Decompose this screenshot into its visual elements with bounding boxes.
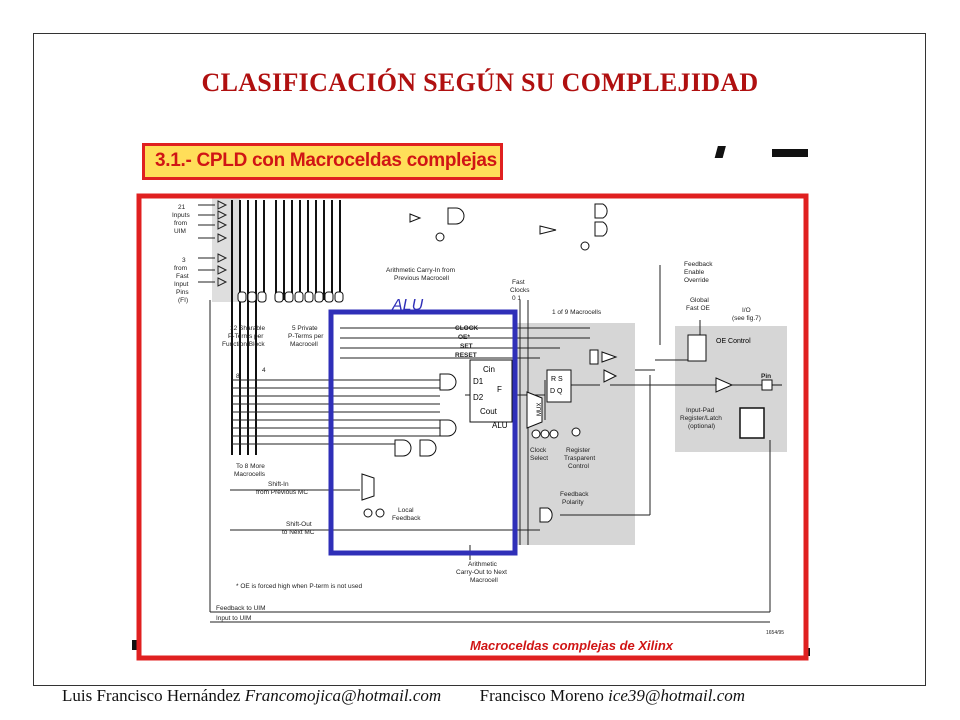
alu-cin: Cin bbox=[483, 365, 495, 374]
label-feedback-enable-2: Enable bbox=[684, 269, 705, 276]
label-oe: OE* bbox=[458, 334, 470, 341]
alu-frame bbox=[328, 309, 518, 556]
label-sharable-1: 12 Sharable bbox=[230, 325, 265, 332]
label-private-1: 5 Private bbox=[292, 325, 318, 332]
diagram-frame bbox=[136, 193, 809, 661]
ff-rs: R S bbox=[551, 376, 563, 383]
label-clock-select-1: Clock bbox=[530, 447, 547, 454]
pterm-and-gates bbox=[237, 291, 344, 303]
label-private-2: P-Terms per bbox=[288, 333, 324, 340]
label-input-pad-2: Register/Latch bbox=[680, 415, 722, 422]
label-fast-5: Pins bbox=[176, 289, 189, 296]
label-input-pad-3: (optional) bbox=[688, 423, 715, 430]
alu-block: Cin D1 F D2 Cout ALU bbox=[469, 359, 513, 430]
label-carry-in-2: Previous Macrocell bbox=[394, 275, 449, 282]
label-global-oe-2: Fast OE bbox=[686, 305, 711, 312]
signal-lines bbox=[209, 265, 771, 623]
label-register-1: Register bbox=[566, 447, 591, 454]
alu-d2: D2 bbox=[473, 393, 484, 402]
label-fast-clocks-3: 0 1 bbox=[512, 295, 521, 302]
label-carry-out-2: Carry-Out to Next bbox=[456, 569, 507, 576]
label-global-oe-1: Global bbox=[690, 297, 709, 304]
label-one-of-9: 1 of 9 Macrocells bbox=[552, 309, 602, 316]
label-inputs-uim-2: Inputs bbox=[172, 212, 190, 219]
label-shift-in-1: Shift-In bbox=[268, 481, 289, 488]
label-fast-clocks-1: Fast bbox=[512, 279, 525, 286]
label-fast-clocks-2: Clocks bbox=[510, 287, 530, 294]
label-io-1: I/O bbox=[742, 307, 751, 314]
label-feedback-uim: Feedback to UIM bbox=[216, 605, 266, 612]
label-more-2: Macrocells bbox=[234, 471, 266, 478]
label-fast-1: 3 bbox=[182, 257, 186, 264]
footer-author-1: Luis Francisco Hernández bbox=[62, 686, 241, 705]
oe-control-label: OE Control bbox=[716, 338, 751, 345]
label-sharable-3: Function Block bbox=[222, 341, 265, 348]
label-shift-out-1: Shift-Out bbox=[286, 521, 312, 528]
alu-frame-label: ALU bbox=[391, 297, 424, 314]
label-feedback-polarity-2: Polarity bbox=[562, 499, 584, 506]
label-local-feedback-1: Local bbox=[398, 507, 414, 514]
label-n4: 4 bbox=[262, 367, 266, 374]
alu-d1: D1 bbox=[473, 377, 484, 386]
label-clock-select-2: Select bbox=[530, 455, 548, 462]
label-set: SET bbox=[460, 343, 473, 350]
input-buffers bbox=[198, 200, 228, 287]
label-feedback-enable-1: Feedback bbox=[684, 261, 713, 268]
label-io-2: (see fig.7) bbox=[732, 315, 761, 322]
label-fast-2: from bbox=[174, 265, 187, 272]
label-clock: CLOCK bbox=[455, 325, 478, 332]
alu-cout: Cout bbox=[480, 407, 498, 416]
footer: Luis Francisco Hernández Francomojica@ho… bbox=[62, 686, 922, 706]
label-oe-note: * OE is forced high when P-term is not u… bbox=[236, 583, 362, 590]
label-fast-6: (FI) bbox=[178, 297, 188, 304]
input-shade bbox=[212, 198, 240, 302]
label-sharable-2: P-Terms per bbox=[228, 333, 264, 340]
footer-author-2: Francisco Moreno bbox=[479, 686, 604, 705]
label-input-pad-1: Input-Pad bbox=[686, 407, 715, 414]
label-inputs-uim-4: UIM bbox=[174, 228, 186, 235]
slide-frame bbox=[33, 33, 926, 686]
label-carry-out-1: Arithmetic bbox=[468, 561, 498, 568]
mux: MUX bbox=[526, 391, 543, 429]
label-fast-4: Input bbox=[174, 281, 189, 288]
label-carry-in-1: Arithmetic Carry-In from bbox=[386, 267, 455, 274]
label-shift-in-2: from Previous MC bbox=[256, 489, 308, 496]
slide-title: CLASIFICACIÓN SEGÚN SU COMPLEJIDAD bbox=[201, 68, 759, 97]
logic-gates bbox=[394, 203, 734, 523]
diagram-code: 1654/95 bbox=[766, 630, 784, 636]
section-banner: 3.1.- CPLD con Macroceldas complejas bbox=[142, 143, 503, 180]
label-input-uim: Input to UIM bbox=[216, 615, 251, 622]
alu-name: ALU bbox=[492, 421, 508, 430]
label-inputs-uim-1: 21 bbox=[178, 204, 186, 211]
label-feedback-polarity-1: Feedback bbox=[560, 491, 589, 498]
label-fast-3: Fast bbox=[176, 273, 189, 280]
oe-control: OE Control bbox=[687, 334, 751, 362]
diagram-caption: Macroceldas complejas de Xilinx bbox=[470, 638, 674, 653]
flip-flop: R S D Q bbox=[546, 369, 572, 403]
input-pad-register bbox=[739, 407, 765, 439]
label-register-2: Trasparent bbox=[564, 455, 595, 462]
label-inputs-uim-3: from bbox=[174, 220, 187, 227]
pin-symbol bbox=[761, 379, 782, 391]
ff-dq: D Q bbox=[550, 388, 563, 395]
banner-label: 3.1.- CPLD con Macroceldas complejas bbox=[155, 150, 497, 171]
label-more-1: To 8 More bbox=[236, 463, 265, 470]
label-private-3: Macrocell bbox=[290, 341, 318, 348]
footer-email-1[interactable]: Francomojica@hotmail.com bbox=[244, 686, 442, 705]
mux-label: MUX bbox=[537, 403, 543, 416]
label-reset: RESET bbox=[455, 352, 477, 359]
label-n8: 8 bbox=[236, 373, 240, 380]
label-register-3: Control bbox=[568, 463, 590, 470]
label-carry-out-3: Macrocell bbox=[470, 577, 498, 584]
footer-email-2[interactable]: ice39@hotmail.com bbox=[608, 686, 746, 705]
label-feedback-enable-3: Override bbox=[684, 277, 709, 284]
label-shift-out-2: to Next MC bbox=[282, 529, 315, 536]
label-local-feedback-2: Feedback bbox=[392, 515, 421, 522]
selector-circles bbox=[361, 232, 590, 518]
alu-f: F bbox=[497, 385, 502, 394]
label-pin: Pin bbox=[761, 373, 771, 380]
